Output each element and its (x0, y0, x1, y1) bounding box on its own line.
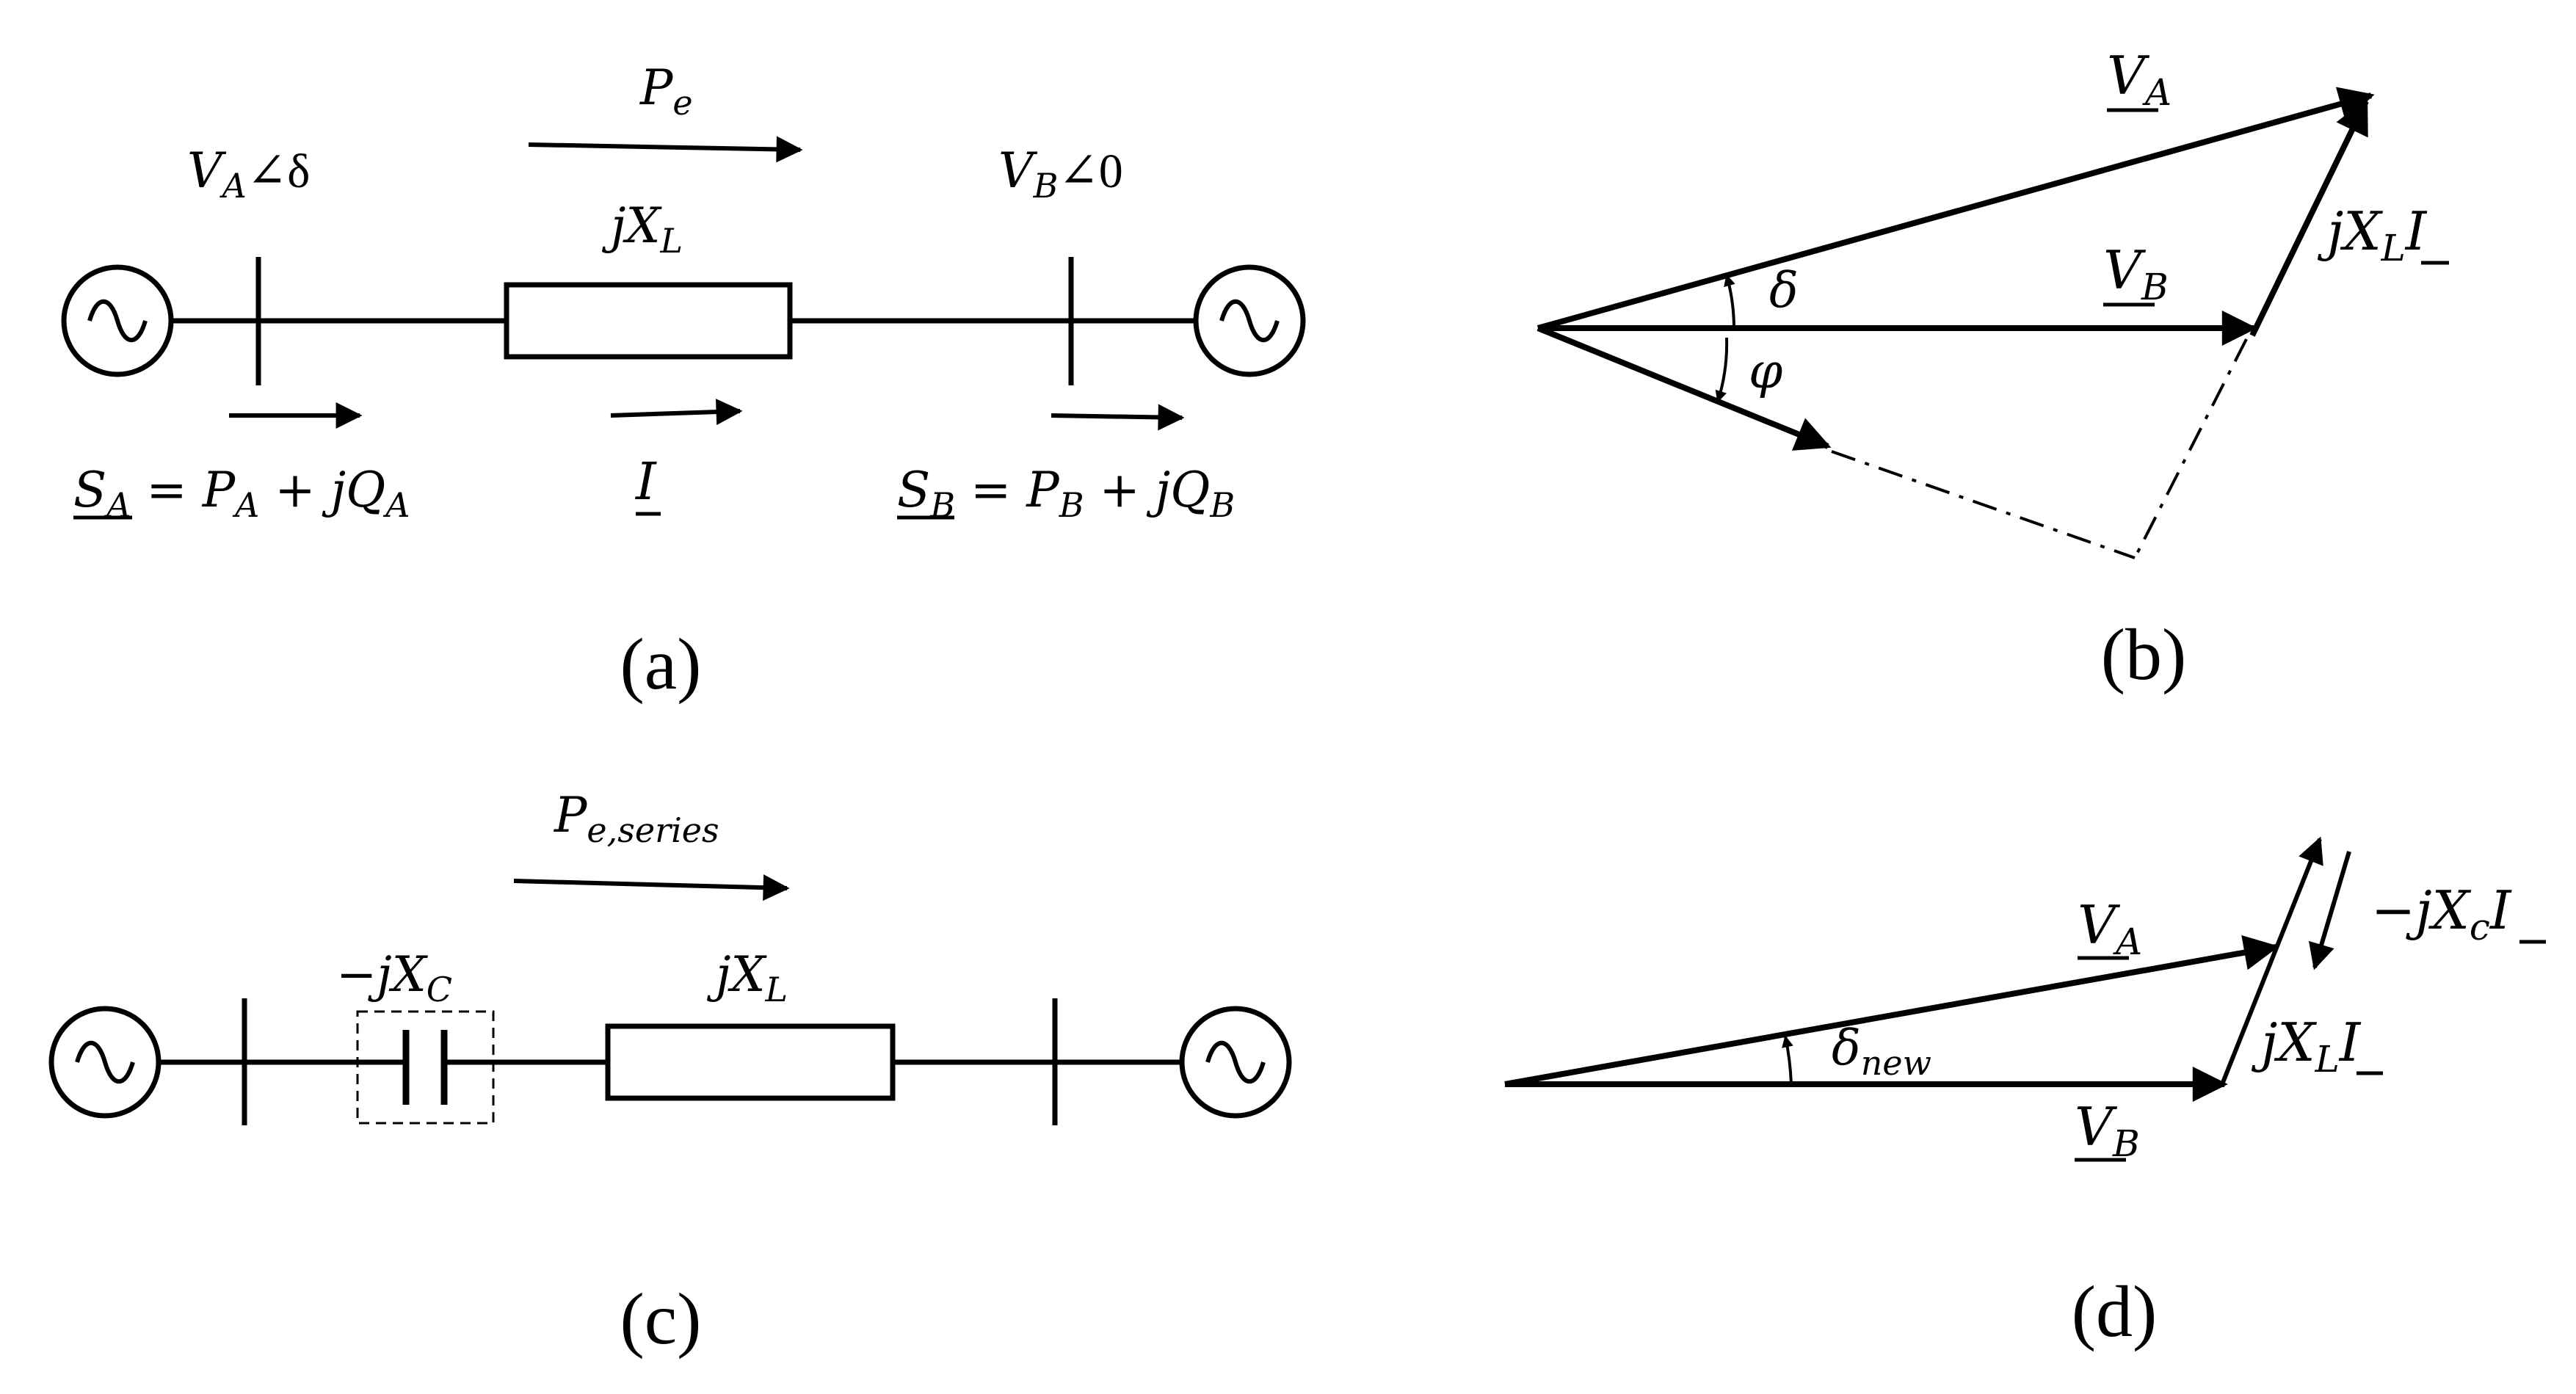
sending-power-label: SA = PA + jQA (73, 462, 410, 525)
line-reactance-box (605, 1023, 896, 1101)
generator-b-icon (1193, 264, 1306, 377)
jxl-i-phasor (2249, 98, 2369, 337)
generator-a-icon (61, 264, 174, 377)
receiving-power-label: SB = PB + jQB (897, 462, 1235, 525)
power-flow-arrow (513, 874, 790, 901)
jxl-i-phasor (2220, 836, 2323, 1086)
delta-label: δ (1769, 262, 1799, 319)
jxl-i-label: jXLI (2251, 1012, 2362, 1081)
panel-b-caption: (b) (2101, 614, 2187, 695)
panel-d: VA VB jXLI −jXcI δnew (d) (1504, 836, 2546, 1352)
current-label: I (634, 451, 657, 512)
power-flow-label: Pe (639, 59, 693, 123)
line-reactance-label: jXL (601, 197, 683, 261)
current-phasor (1536, 325, 1832, 451)
phi-label: φ (1749, 343, 1782, 399)
comp-label: −jXcI (2371, 879, 2512, 948)
generator-b-icon (1179, 1006, 1292, 1119)
va-phasor (1504, 934, 2279, 1087)
power-flow-label: Pe,series (554, 787, 719, 850)
delta-new-arc (1782, 1035, 1793, 1085)
construction-line (2133, 338, 2248, 559)
panel-d-caption: (d) (2072, 1271, 2158, 1352)
phi-arc (1715, 337, 1729, 403)
series-capacitor-icon (356, 1010, 495, 1125)
line-reactance-box (504, 282, 793, 360)
sb-arrow (1051, 404, 1185, 431)
panel-c: Pe,series −jXC jXL (c) (48, 787, 1292, 1359)
comp-phasor (2308, 851, 2351, 970)
delta-new-label: δnew (1832, 1020, 1931, 1083)
construction-line (1831, 450, 2136, 559)
receiving-voltage-label: VB∠0 (998, 142, 1123, 206)
vb-label: VB (2075, 1096, 2140, 1165)
panel-a: Pe VA∠δ VB∠0 jXL I SA = PA + jQA SB = PB… (61, 59, 1306, 705)
capacitor-label: −jXC (336, 946, 452, 1009)
va-label: VA (2107, 45, 2172, 114)
panel-c-caption: (c) (620, 1278, 702, 1359)
power-flow-arrow (528, 136, 803, 163)
current-arrow (610, 399, 743, 426)
va-label: VA (2078, 894, 2142, 963)
panel-a-caption: (a) (620, 623, 702, 705)
delta-arc (1724, 274, 1735, 329)
panel-b: VA VB jXLI δ φ (b) (1536, 45, 2449, 695)
jxl-i-label: jXLI (2317, 200, 2428, 269)
vb-label: VB (2103, 239, 2169, 308)
sending-voltage-label: VA∠δ (187, 142, 310, 206)
line-reactance-label: jXL (706, 946, 788, 1009)
generator-a-icon (48, 1006, 162, 1119)
va-phasor (1536, 87, 2375, 331)
